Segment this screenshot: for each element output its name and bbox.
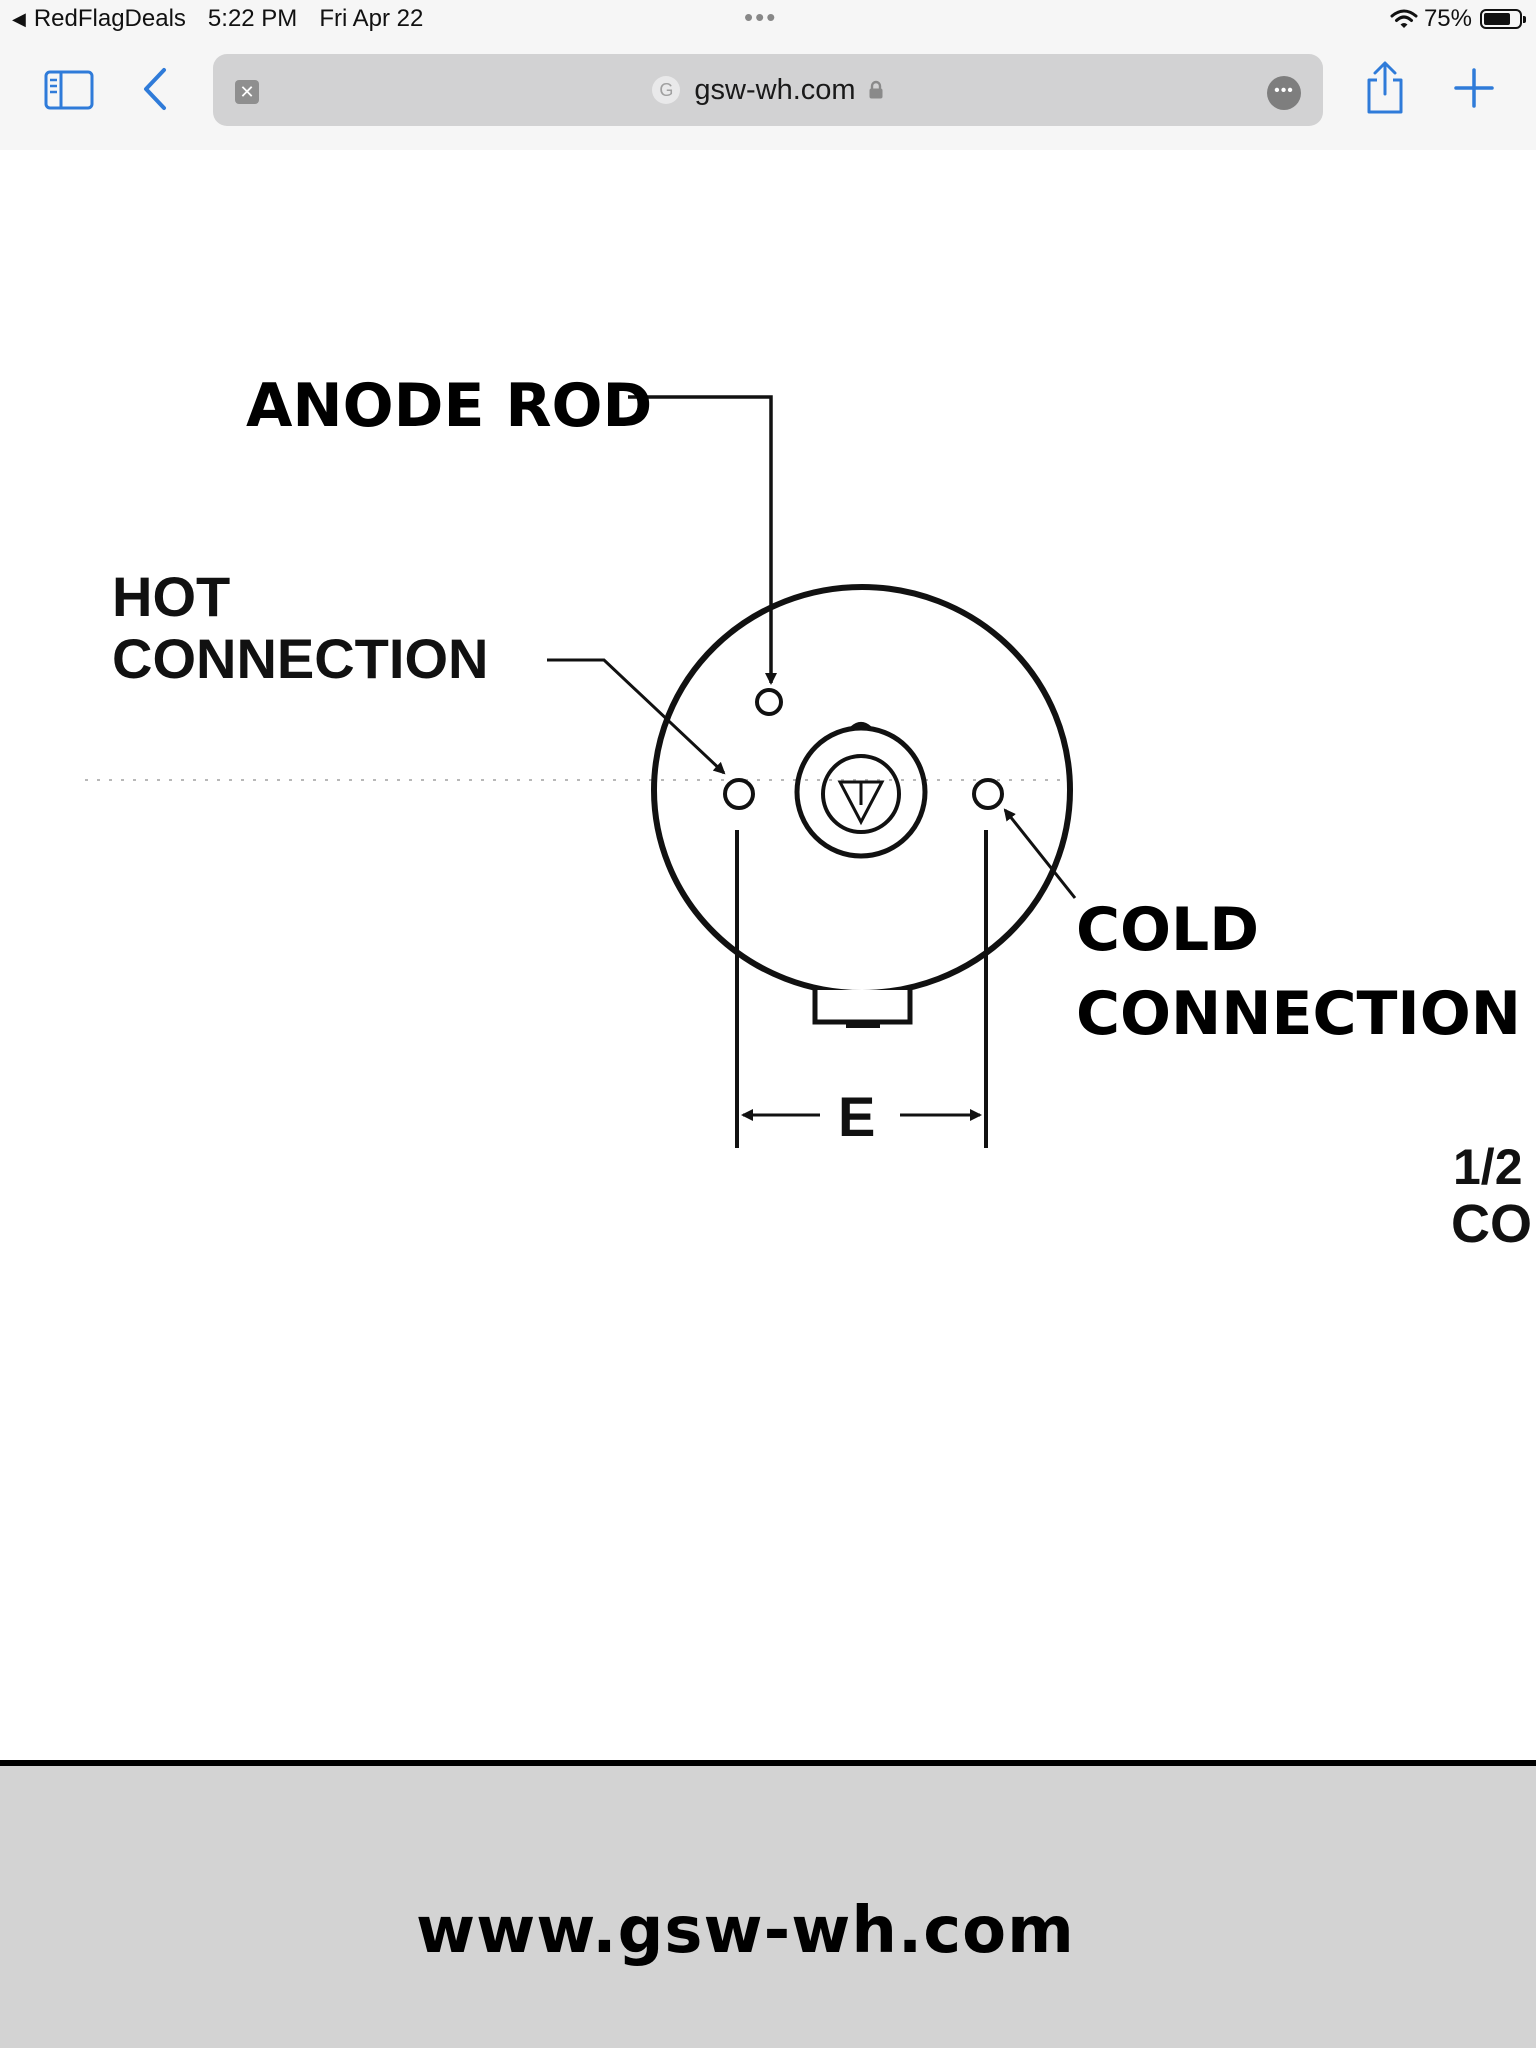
cold-connection-fitting xyxy=(972,778,1004,810)
back-to-app-icon[interactable]: ◀ xyxy=(12,8,26,29)
cut-off-label-line1: 1/2 xyxy=(1453,1139,1523,1195)
anode-rod-fitting xyxy=(755,688,783,716)
site-favicon: G xyxy=(652,76,681,104)
flue-outer-ring xyxy=(794,725,928,859)
anode-rod-label: ANODE ROD xyxy=(246,371,652,441)
back-to-app-label[interactable]: RedFlagDeals xyxy=(33,5,186,32)
battery-icon xyxy=(1480,9,1526,29)
wifi-icon xyxy=(1390,9,1418,28)
hot-connection-label-line1: HOT xyxy=(112,565,230,628)
cold-leader-line xyxy=(1003,808,1077,899)
share-icon[interactable] xyxy=(1362,60,1408,116)
sidebar-icon[interactable] xyxy=(44,70,94,110)
status-time: 5:22 PM xyxy=(207,5,298,32)
footer-site-url: www.gsw-wh.com xyxy=(416,1894,1075,1968)
cold-connection-label-line2: CONNECTION xyxy=(1076,979,1521,1049)
status-bar: ◀ RedFlagDeals 5:22 PM Fri Apr 22 ••• 75… xyxy=(0,0,1536,40)
chevron-left-icon[interactable] xyxy=(140,66,170,112)
plus-icon[interactable] xyxy=(1452,66,1496,110)
multitasking-dots-icon[interactable]: ••• xyxy=(744,2,778,32)
browser-toolbar: ✕ G gsw-wh.com ••• xyxy=(0,40,1536,150)
status-date: Fri Apr 22 xyxy=(319,5,424,32)
water-heater-top-view-diagram: ANODE ROD HOT CONNECTION COLD CONNECTION… xyxy=(85,371,1532,1254)
lock-icon xyxy=(869,80,883,99)
cold-connection-label-line1: COLD xyxy=(1076,895,1259,965)
cut-off-label-line2: CO xyxy=(1451,1194,1532,1254)
dimension-e-label: E xyxy=(838,1085,875,1148)
hot-leader-line xyxy=(547,658,726,775)
flue-baffle xyxy=(837,780,885,826)
close-tab-icon[interactable]: ✕ xyxy=(235,80,259,104)
flue-inner-ring xyxy=(821,754,901,834)
hot-connection-fitting xyxy=(723,778,755,810)
page-menu-icon[interactable]: ••• xyxy=(1267,76,1301,110)
anode-leader-line xyxy=(628,395,777,685)
hot-connection-label-line2: CONNECTION xyxy=(112,627,488,690)
drain-fitting xyxy=(812,990,913,1025)
battery-percent: 75% xyxy=(1423,5,1472,32)
address-url[interactable]: gsw-wh.com xyxy=(694,73,856,106)
address-bar[interactable]: ✕ G gsw-wh.com ••• xyxy=(213,54,1323,126)
image-footer-band: www.gsw-wh.com xyxy=(0,1760,1536,2048)
